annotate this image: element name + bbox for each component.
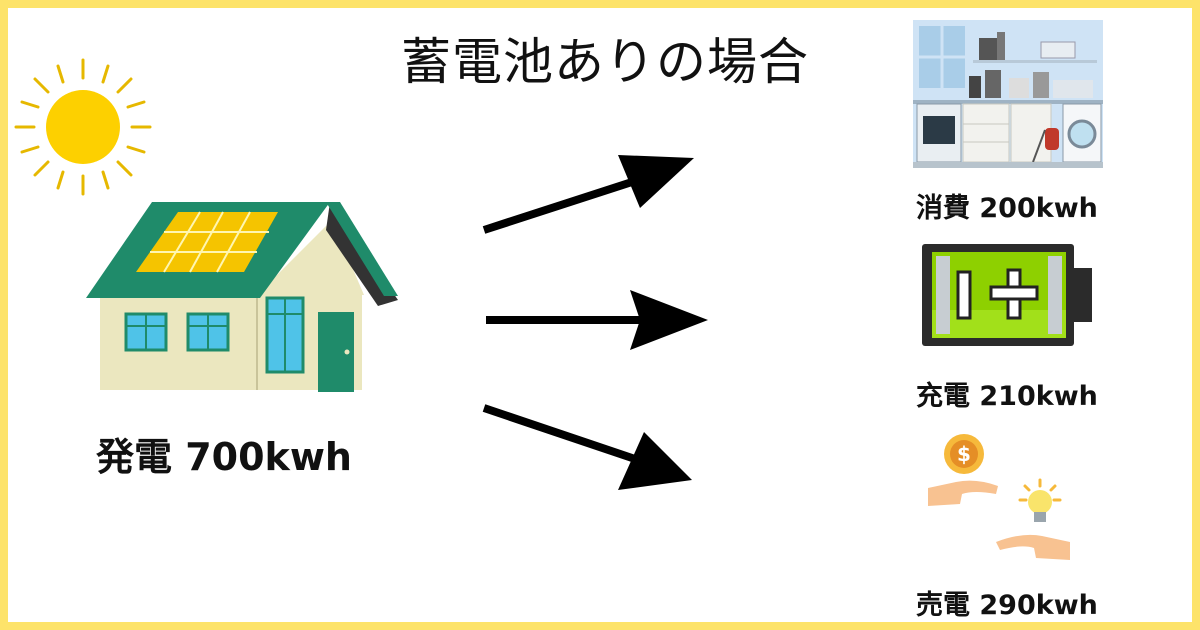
arrow-up-right [482, 155, 694, 234]
house-icon [86, 202, 398, 392]
generation-label: 発電 700kwh [96, 435, 352, 479]
output-label-consume: 消費 200kwh [916, 193, 1098, 224]
page-title: 蓄電池ありの場合 [401, 33, 809, 91]
kitchen-appliances-icon [913, 20, 1103, 168]
svg-text:$: $ [957, 442, 971, 466]
arrow-right [486, 290, 708, 350]
output-label-charge: 充電 210kwh [916, 381, 1098, 412]
output-label-sell: 売電 290kwh [916, 590, 1098, 621]
battery-icon [922, 244, 1092, 346]
arrow-down-right [482, 404, 692, 490]
sell-electricity-icon: $ [928, 434, 1070, 560]
sun-icon [14, 58, 152, 196]
